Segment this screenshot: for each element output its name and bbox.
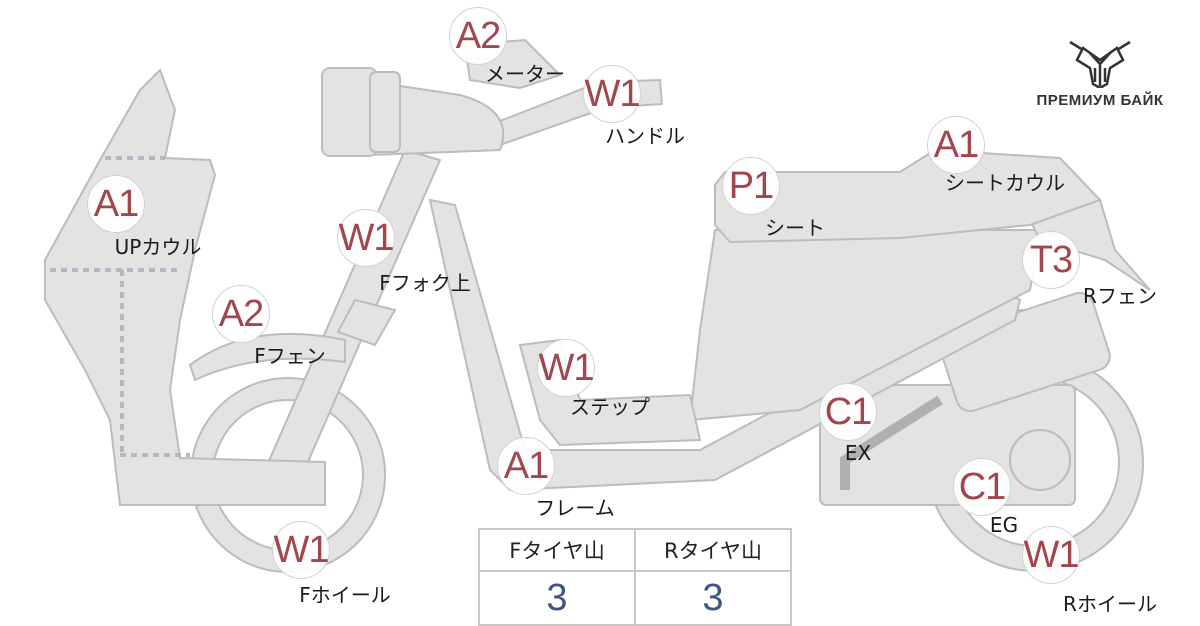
marker-frame: A1 (497, 437, 555, 495)
label-rear-wheel: Rホイール (1063, 592, 1157, 616)
tire-tread-table: Fタイヤ山 Rタイヤ山 3 3 (478, 528, 792, 626)
label-seat-cowl: シートカウル (945, 171, 1065, 195)
headlight-lens (369, 71, 401, 153)
condition-code: W1 (538, 346, 595, 389)
bull-head-logo-icon (1069, 40, 1131, 90)
fork-cover (336, 298, 397, 347)
condition-code: A1 (503, 444, 549, 487)
brand-name: ПРЕМИУМ БАЙК (1036, 92, 1164, 109)
marker-engine: C1 (953, 458, 1011, 516)
condition-code: A2 (455, 14, 501, 57)
marker-step: W1 (537, 339, 595, 397)
marker-front-wheel: W1 (272, 521, 330, 579)
seat (714, 148, 1102, 244)
front-tire-header: Fタイヤ山 (478, 528, 636, 572)
condition-code: A1 (93, 182, 139, 225)
marker-seat: P1 (722, 157, 780, 215)
label-meter: メーター (485, 62, 565, 86)
marker-handle: W1 (583, 65, 641, 123)
label-handle: ハンドル (605, 124, 685, 148)
condition-code: A1 (933, 123, 979, 166)
label-seat: シート (765, 216, 825, 240)
exhaust-pipe (840, 395, 943, 490)
label-front-fork-upper: Fフォク上 (379, 271, 471, 295)
label-step: ステップ (570, 395, 650, 419)
marker-front-fender: A2 (212, 285, 270, 343)
condition-code: P1 (728, 164, 774, 207)
headlight (321, 67, 378, 157)
marker-rear-wheel: W1 (1022, 526, 1080, 584)
marker-up-cowl: A1 (87, 175, 145, 233)
marker-seat-cowl: A1 (927, 116, 985, 174)
condition-code: W1 (273, 528, 330, 571)
label-front-fender: Fフェン (254, 344, 326, 368)
condition-code: W1 (1023, 533, 1080, 576)
brand-logo: ПРЕМИУМ БАЙК (1012, 38, 1188, 109)
condition-code: C1 (824, 390, 873, 433)
marker-exhaust: C1 (819, 383, 877, 441)
front-tire-value: 3 (478, 570, 636, 626)
marker-rear-fender: T3 (1022, 231, 1080, 289)
label-up-cowl: UPカウル (114, 235, 202, 259)
condition-code: C1 (958, 465, 1007, 508)
rear-hub (1009, 429, 1071, 491)
label-rear-fender: Rフェン (1083, 284, 1157, 308)
condition-code: T3 (1029, 238, 1073, 281)
condition-code: W1 (584, 72, 641, 115)
engine (819, 384, 1076, 506)
condition-code: A2 (218, 292, 264, 335)
marker-meter: A2 (449, 7, 507, 65)
label-front-wheel: Fホイール (299, 583, 391, 607)
marker-front-fork-upper: W1 (337, 209, 395, 267)
label-frame: フレーム (535, 496, 615, 520)
rear-tire-value: 3 (634, 570, 792, 626)
label-engine: EG (989, 513, 1019, 537)
condition-code: W1 (338, 216, 395, 259)
label-exhaust: EX (844, 441, 872, 465)
rear-tire-header: Rタイヤ山 (634, 528, 792, 572)
